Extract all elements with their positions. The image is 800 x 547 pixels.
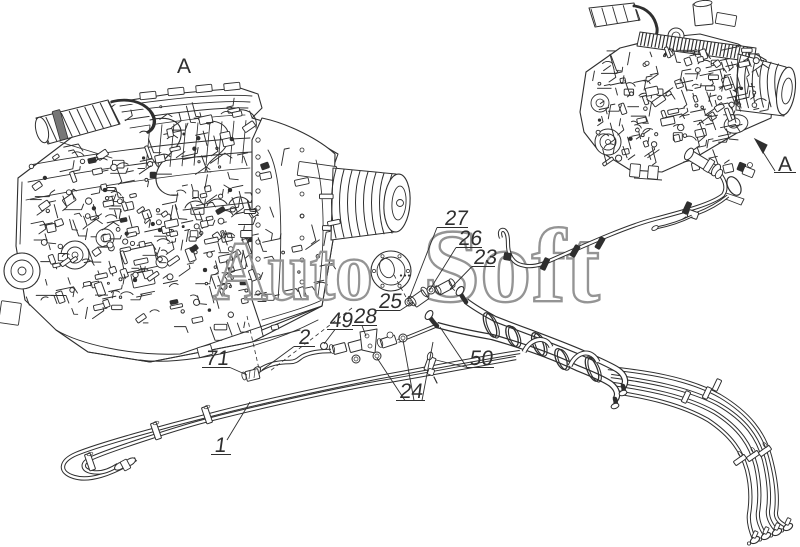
svg-text:2: 2 bbox=[297, 326, 312, 349]
svg-text:23: 23 bbox=[472, 246, 499, 269]
svg-text:25: 25 bbox=[377, 290, 404, 313]
svg-text:A: A bbox=[778, 153, 792, 176]
svg-text:Soft: Soft bbox=[423, 207, 600, 324]
svg-text:49: 49 bbox=[328, 309, 355, 332]
svg-text:1: 1 bbox=[213, 434, 228, 457]
svg-text:50: 50 bbox=[468, 347, 495, 370]
svg-text:24: 24 bbox=[398, 380, 425, 403]
svg-text:28: 28 bbox=[352, 305, 379, 328]
svg-text:A: A bbox=[177, 55, 191, 78]
svg-text:27: 27 bbox=[443, 207, 470, 230]
svg-text:71: 71 bbox=[204, 347, 231, 370]
svg-text:Auto: Auto bbox=[213, 225, 373, 318]
svg-text:26: 26 bbox=[457, 227, 484, 250]
